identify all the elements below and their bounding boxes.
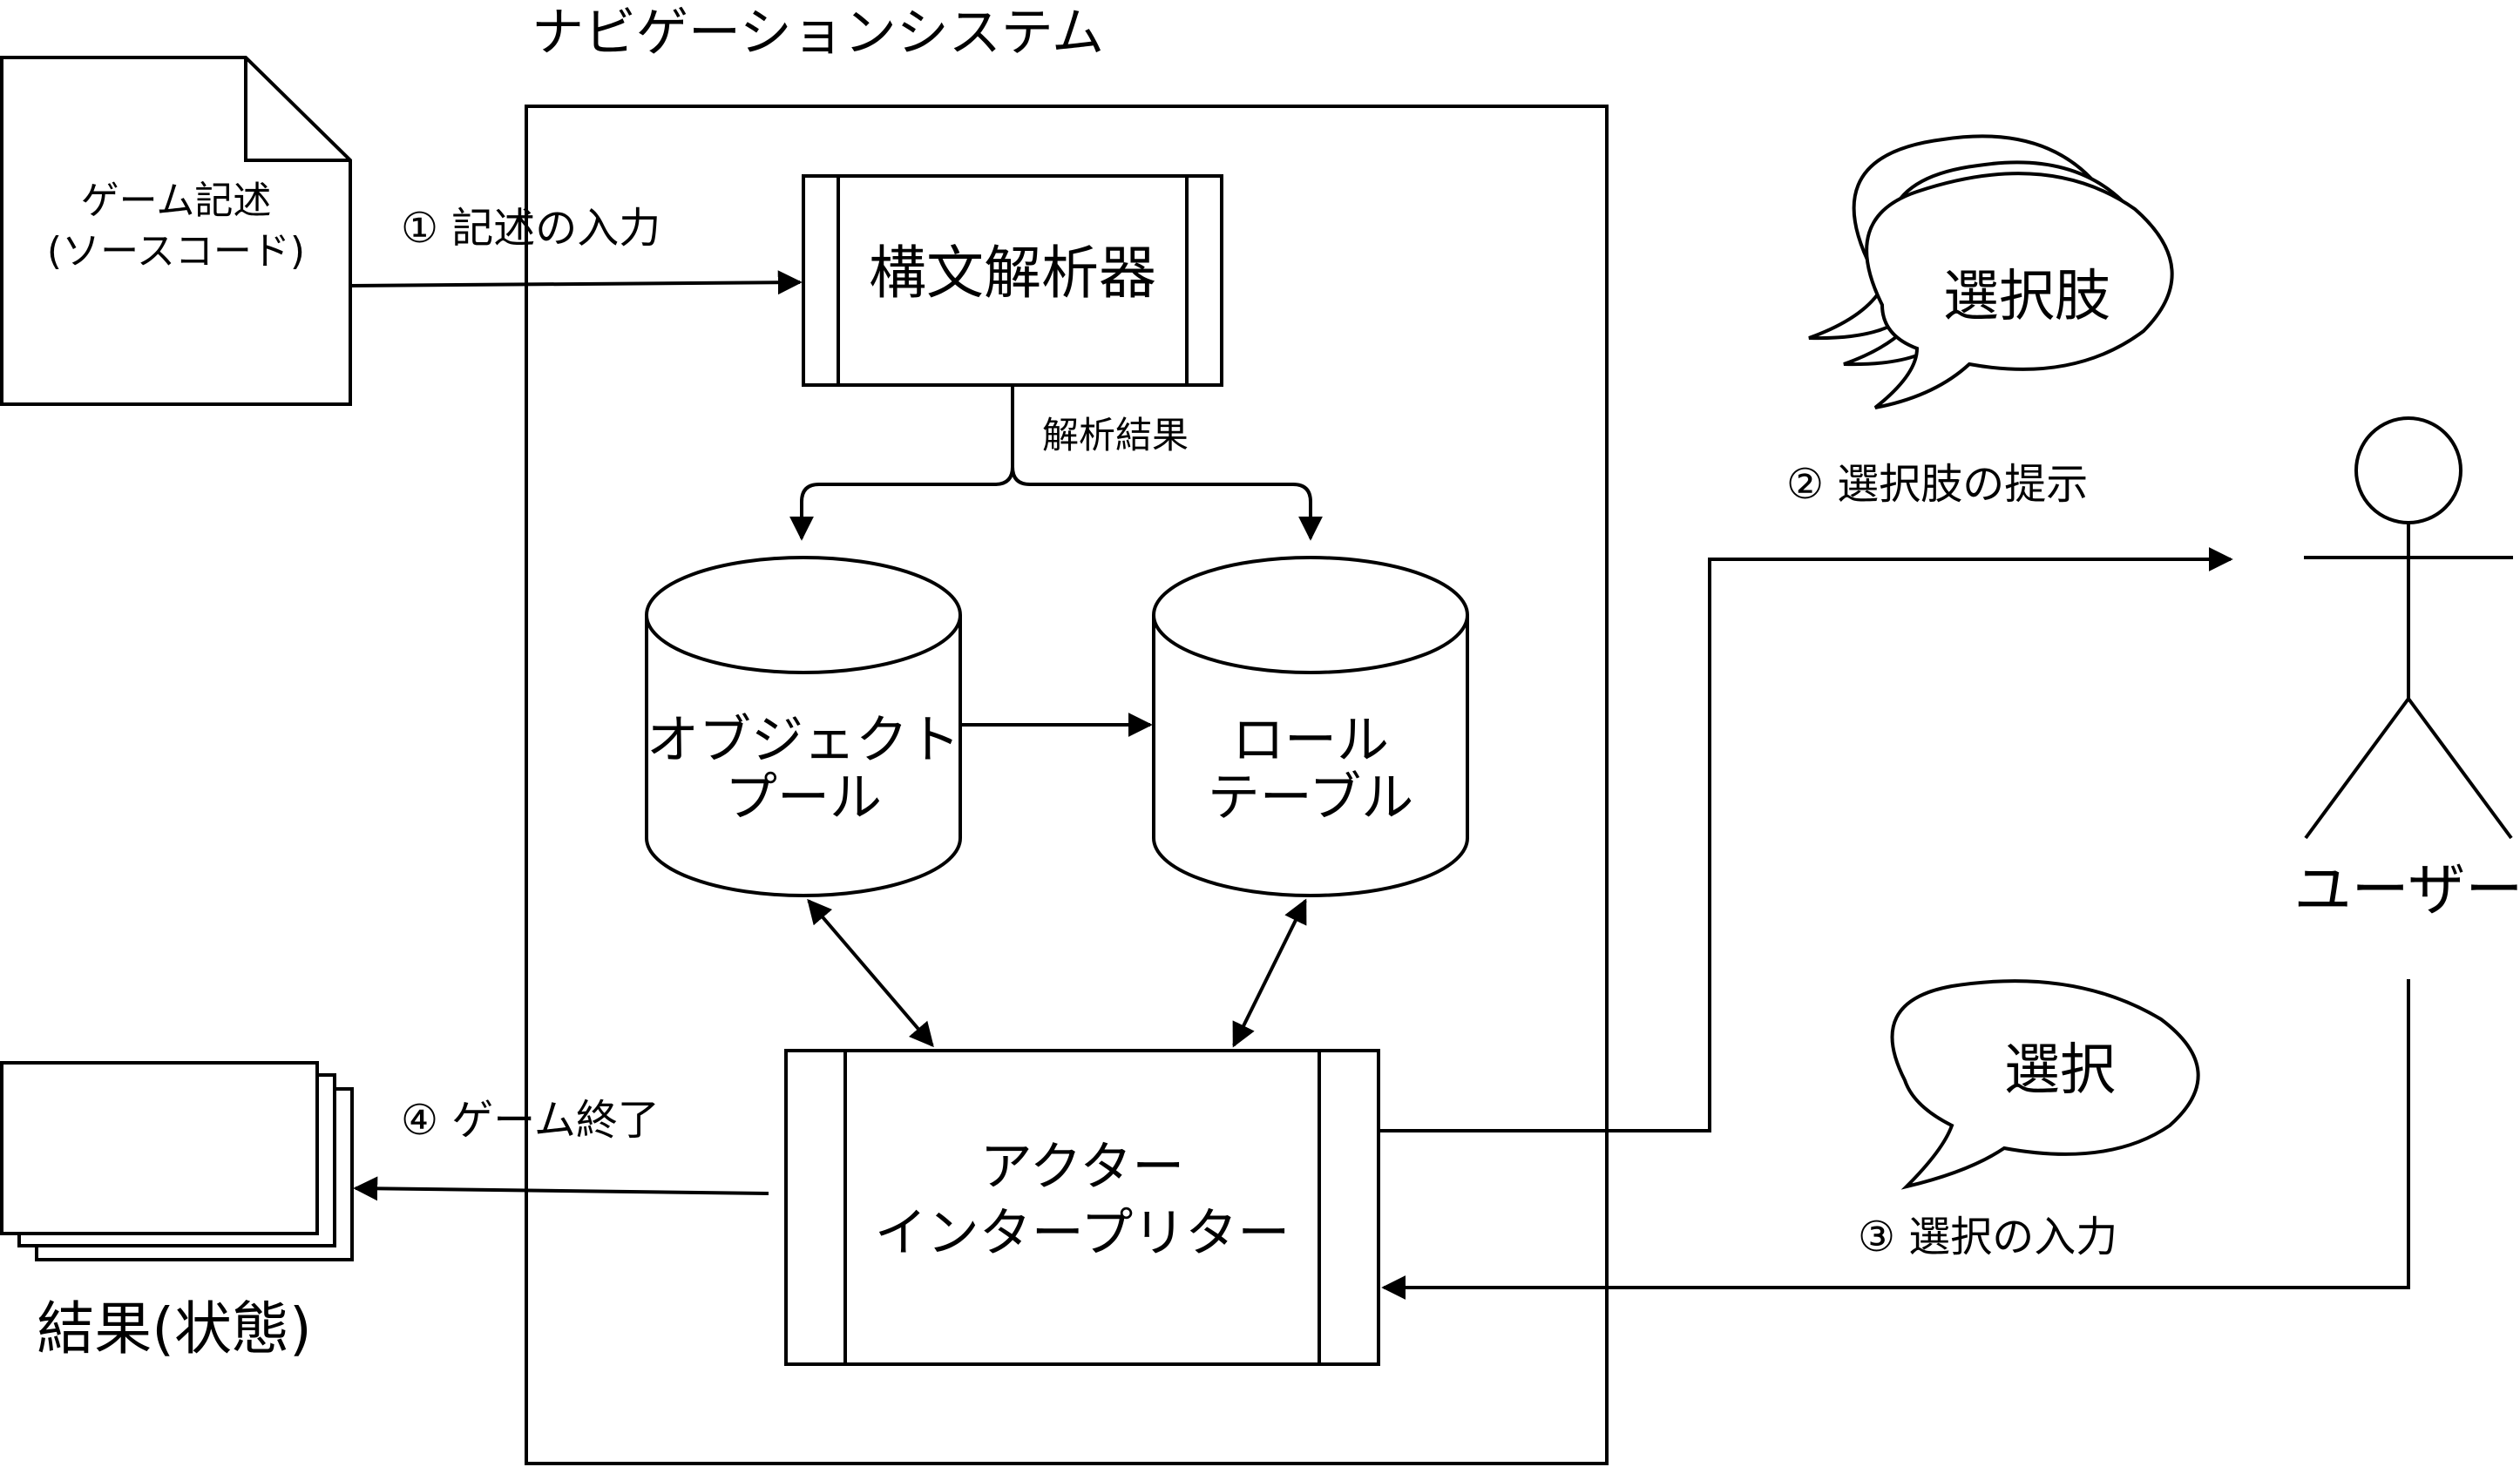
parser-process: 構文解析器 <box>802 174 1223 387</box>
actor-interpreter-process: アクター インタープリター <box>784 1049 1380 1366</box>
game-description-document: ゲーム記述 (ソースコード) <box>0 56 352 406</box>
object-pool-line2: プール <box>725 767 882 828</box>
step4-label: ④ ゲーム終了 <box>401 1096 660 1145</box>
arrow-table-interpreter <box>1232 898 1307 1048</box>
parse-result-left-connector <box>789 385 1014 541</box>
role-table-line2: テーブル <box>1208 767 1413 828</box>
user-actor <box>2304 416 2513 840</box>
role-table-line1: ロール <box>1232 710 1389 771</box>
arrow-game-end <box>353 1176 769 1201</box>
choices-bubble-text: 選択肢 <box>1943 265 2110 329</box>
parser-label: 構文解析器 <box>869 240 1156 307</box>
step3-label: ③ 選択の入力 <box>1858 1213 2117 1261</box>
game-doc-line1: ゲーム記述 <box>81 179 272 223</box>
arrow-present-choices <box>1379 547 2233 1132</box>
result-documents <box>0 1061 354 1261</box>
parse-result-label: 解析結果 <box>1042 414 1189 456</box>
object-pool-line1: オブジェクト <box>647 710 960 771</box>
choice-speech-bubble: 選択 <box>1890 979 2200 1190</box>
system-boundary <box>525 105 1609 1465</box>
arrow-description-input <box>349 270 803 295</box>
choices-speech-bubble: 選択肢 <box>1808 134 2174 409</box>
user-label: ユーザー <box>2294 856 2520 923</box>
interpreter-line2: インタープリター <box>875 1203 1290 1264</box>
game-doc-line2: (ソースコード) <box>47 229 305 274</box>
parse-result-right-connector <box>1011 466 1323 541</box>
arrow-choice-input <box>1381 979 2410 1300</box>
step1-label: ① 記述の入力 <box>401 204 660 253</box>
system-title: ナビゲーションシステム <box>532 3 1104 64</box>
interpreter-line1: アクター <box>980 1137 1185 1198</box>
step2-label: ② 選択肢の提示 <box>1786 460 2088 509</box>
result-label: 結果(状態) <box>37 1295 312 1362</box>
object-pool-database: オブジェクト プール <box>645 556 962 897</box>
role-table-database: ロール テーブル <box>1152 556 1469 897</box>
choice-bubble-text: 選択 <box>2004 1038 2116 1103</box>
arrow-pool-interpreter <box>807 898 934 1048</box>
